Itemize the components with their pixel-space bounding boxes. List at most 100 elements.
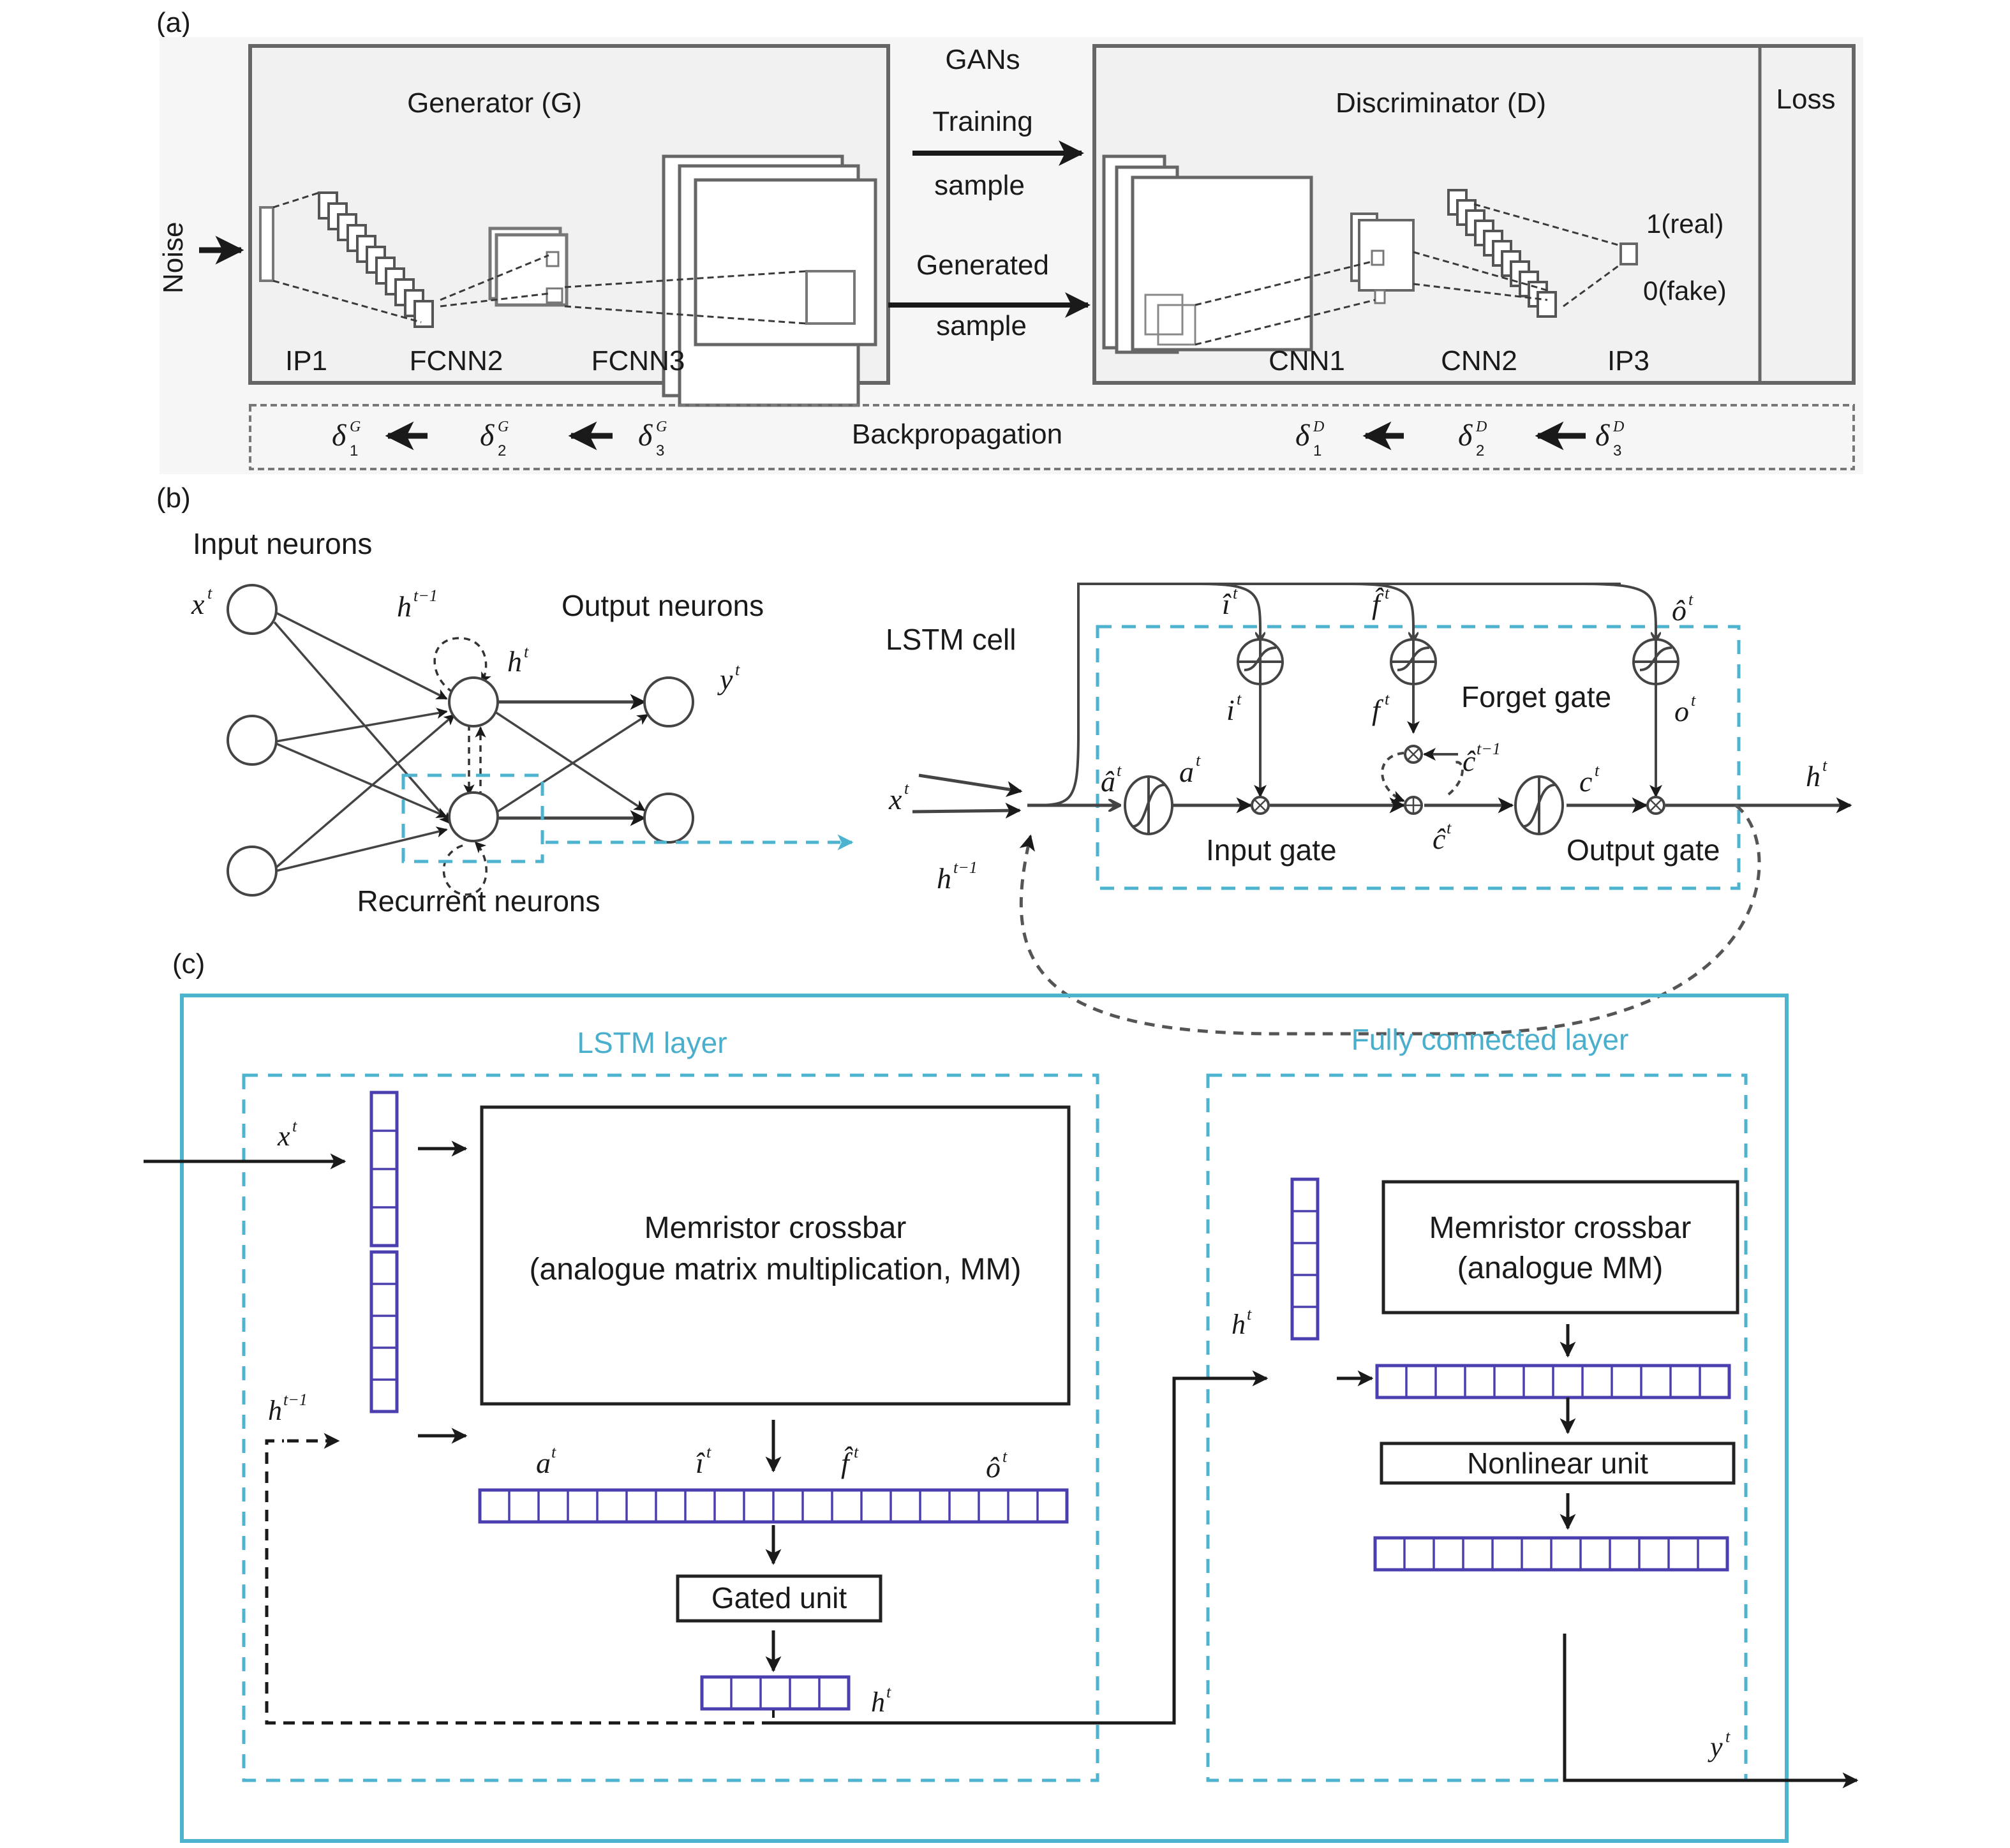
training-label-line1: Training bbox=[932, 106, 1032, 137]
yt-label: y bbox=[717, 663, 733, 696]
lstm-ht: h bbox=[1806, 760, 1820, 793]
lstm-c-hat: ĉ bbox=[1433, 823, 1446, 855]
fcnn3-label: FCNN3 bbox=[592, 345, 685, 376]
multiply-forget-gate-icon bbox=[1404, 745, 1423, 764]
delta-superscript: D bbox=[1612, 419, 1624, 435]
delta-symbol: δ bbox=[332, 419, 346, 452]
fc-crossbar-line2: (analogue MM) bbox=[1457, 1251, 1664, 1285]
gans-label: GANs bbox=[945, 44, 1020, 75]
gate-label-o-sup: t bbox=[1002, 1447, 1008, 1466]
ip3-label: IP3 bbox=[1607, 345, 1649, 376]
cnn1-kernel-cube-back bbox=[1144, 294, 1184, 336]
lstm-o-hat-sup: t bbox=[1688, 590, 1694, 609]
delta-superscript: G bbox=[350, 419, 361, 435]
generator-network bbox=[259, 154, 877, 407]
ht1-sup: t−1 bbox=[413, 586, 438, 605]
lstm-wiring bbox=[912, 583, 1852, 1036]
delta-superscript: G bbox=[656, 419, 667, 435]
fcnn2-kernel-2 bbox=[546, 287, 563, 304]
ht-sup: t bbox=[524, 643, 529, 661]
lstm-layer-title: LSTM layer bbox=[577, 1026, 727, 1059]
delta-symbol: δ bbox=[1295, 419, 1310, 452]
xt-sup: t bbox=[207, 584, 212, 602]
lstm-i-hat-sup: t bbox=[1233, 584, 1238, 602]
input-neuron-3 bbox=[227, 846, 278, 897]
backprop-box bbox=[249, 404, 1855, 470]
delta-subscript: 3 bbox=[656, 442, 664, 459]
ht1-label: h bbox=[397, 590, 412, 623]
generated-label-line1: Generated bbox=[916, 250, 1049, 281]
delta-subscript: 1 bbox=[350, 442, 358, 459]
cnn1-label: CNN1 bbox=[1269, 345, 1345, 376]
lstm-cell-box bbox=[1096, 625, 1741, 890]
delta-subscript: 1 bbox=[1313, 442, 1321, 459]
ht-label: h bbox=[507, 645, 522, 678]
lstm-crossbar-box bbox=[480, 1105, 1071, 1406]
gated-unit-box bbox=[676, 1574, 882, 1623]
lstm-f-hat-sup: t bbox=[1385, 584, 1390, 602]
lstm-ot-sup: t bbox=[1691, 691, 1696, 710]
backprop-label: Backpropagation bbox=[852, 419, 1062, 450]
fake-output-label: 0(fake) bbox=[1643, 276, 1727, 306]
lstm-a-hat: â bbox=[1101, 765, 1115, 798]
delta-superscript: G bbox=[498, 419, 509, 435]
output-neurons-label: Output neurons bbox=[562, 589, 764, 622]
panel-c-label: (c) bbox=[172, 948, 205, 980]
output-neuron-2 bbox=[643, 793, 694, 844]
sigmoid-output-gate-icon bbox=[1632, 638, 1679, 685]
panel-b: (b) Input neurons Output neurons Recurre… bbox=[156, 482, 1852, 1036]
multiply-input-gate-icon bbox=[1251, 796, 1270, 815]
lstm-at-sup: t bbox=[1196, 751, 1201, 770]
add-cell-icon bbox=[1404, 796, 1423, 815]
generated-label-line2: sample bbox=[936, 310, 1027, 341]
panel-b-label: (b) bbox=[156, 482, 191, 514]
delta-symbol: δ bbox=[638, 419, 653, 452]
c-ht1-label: h bbox=[268, 1395, 282, 1426]
nonlinear-unit-box bbox=[1380, 1442, 1736, 1485]
filter-slice bbox=[413, 300, 434, 328]
recurrent-neuron-2 bbox=[448, 791, 499, 842]
lstm-xt-sup: t bbox=[904, 779, 909, 798]
ip3-output-node bbox=[1619, 242, 1638, 265]
gate-label-i: î bbox=[696, 1447, 705, 1479]
delta-symbol: δ bbox=[480, 419, 495, 452]
tanh-cell-icon bbox=[1514, 775, 1564, 835]
cnn1-map-3 bbox=[1131, 175, 1313, 352]
fc-nonlinear-output-vector bbox=[1373, 1536, 1729, 1572]
lstm-xt: x bbox=[888, 783, 902, 816]
lstm-crossbar-line1: Memristor crossbar bbox=[644, 1211, 907, 1245]
cnn2-kernel-2 bbox=[1374, 289, 1386, 304]
gate-label-a: a bbox=[536, 1447, 551, 1479]
gate-label-a-sup: t bbox=[551, 1443, 556, 1461]
recurrent-neuron-1 bbox=[448, 676, 499, 727]
xt-label: x bbox=[191, 588, 205, 620]
recurrent-highlight-box bbox=[401, 773, 544, 863]
lstm-c-hat-sup: t bbox=[1447, 819, 1452, 837]
input-neuron-1 bbox=[227, 584, 278, 635]
lstm-it-sup: t bbox=[1237, 690, 1242, 708]
lstm-c-hat-prev-sup: t−1 bbox=[1477, 740, 1501, 758]
fcnn2-layer bbox=[318, 191, 434, 328]
gated-unit-label: Gated unit bbox=[711, 1581, 847, 1614]
fc-mm-output-vector bbox=[1375, 1364, 1731, 1399]
lstm-o-hat: ô bbox=[1672, 594, 1686, 627]
cnn2-label: CNN2 bbox=[1441, 345, 1517, 376]
ht-feedback-dashed bbox=[265, 1439, 773, 1725]
fc-layer-box bbox=[1206, 1073, 1748, 1782]
sigmoid-input-gate-icon bbox=[1237, 638, 1284, 685]
lstm-at: a bbox=[1179, 756, 1194, 788]
output-neuron-1 bbox=[643, 676, 694, 727]
ht-output-vector bbox=[700, 1675, 851, 1711]
lstm-ft-sup: t bbox=[1385, 690, 1390, 708]
loss-label: Loss bbox=[1776, 84, 1836, 115]
delta-subscript: 3 bbox=[1613, 442, 1621, 459]
vector-frame bbox=[700, 1675, 851, 1711]
input-gate-label: Input gate bbox=[1206, 833, 1337, 867]
forget-gate-label: Forget gate bbox=[1461, 680, 1611, 713]
output-gate-label: Output gate bbox=[1567, 833, 1720, 867]
cnn1-kernel-cube bbox=[1157, 304, 1196, 346]
